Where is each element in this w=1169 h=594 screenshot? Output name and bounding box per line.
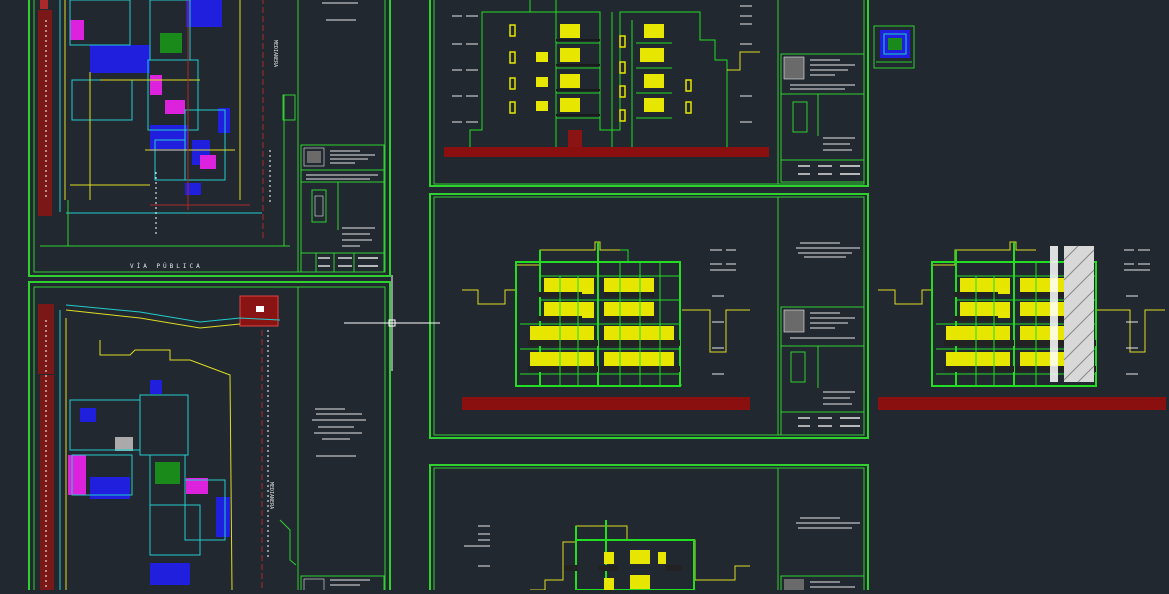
sheet-elevation-rear (429, 464, 869, 594)
side-label-upper: MEDIANERA (272, 40, 278, 67)
detail-thumbnail (873, 25, 915, 69)
street-label-upper: VÍA PÚBLICA (130, 262, 203, 270)
sheet-elevation-front (429, 0, 869, 187)
elevation-drawing (444, 0, 769, 157)
elevation-drawing (462, 241, 750, 410)
floor-plan-drawing (38, 295, 297, 591)
floor-plan-drawing (38, 0, 296, 247)
sheet-elevation-side (429, 193, 869, 439)
elevation-drawing (464, 520, 750, 591)
side-label-lower: MEDIANERA (268, 482, 274, 509)
pickbox (388, 319, 396, 327)
elevation-model-space (878, 241, 1166, 410)
sheet-site-plan-upper: VÍA PÚBLICA MEDIANERA (28, 0, 391, 277)
sheet-site-plan-lower: MEDIANERA (28, 281, 391, 594)
title-block (300, 144, 385, 273)
crosshair-cursor (344, 275, 440, 371)
